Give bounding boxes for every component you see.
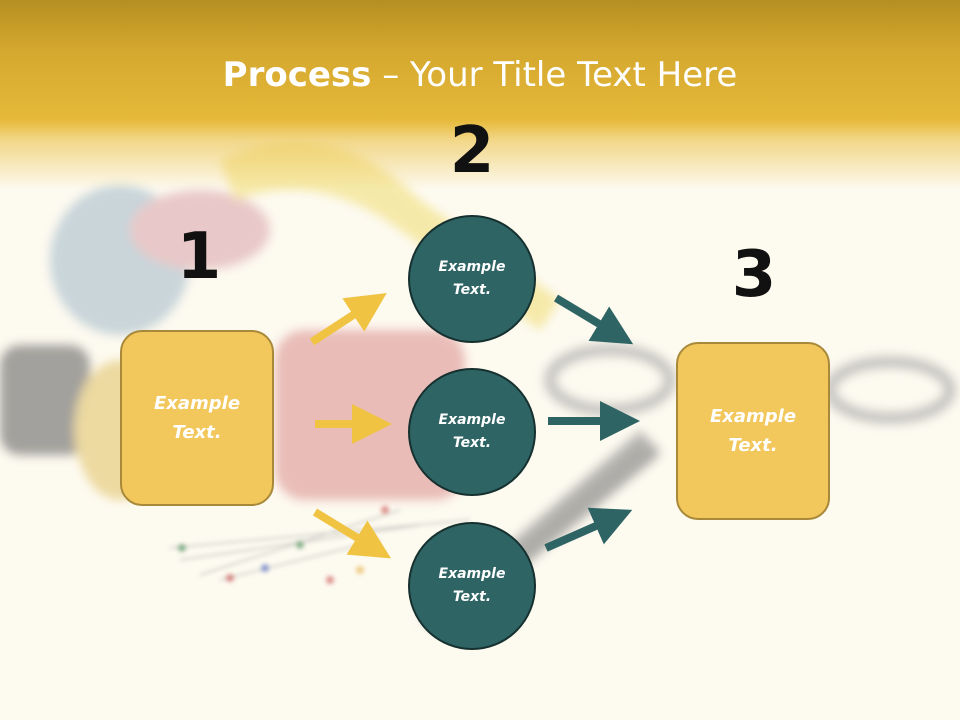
step1-box: Example Text.	[120, 330, 274, 506]
step-number-1: 1	[176, 220, 222, 294]
step3-box: Example Text.	[676, 342, 830, 520]
slide-title: Process – Your Title Text Here	[0, 50, 960, 100]
arrow-box1-to-circle-bottom	[312, 508, 392, 559]
arrow-box1-to-circle-top	[309, 293, 387, 346]
step2-circle-middle: Example Text.	[408, 368, 536, 496]
step-number-3: 3	[731, 238, 777, 312]
header-band	[0, 0, 960, 190]
circle-bottom-text: Example Text.	[438, 566, 506, 605]
title-rest: Your Title Text Here	[410, 55, 738, 95]
title-separator: –	[371, 55, 411, 95]
arrow-circle-bottom-to-box3	[544, 507, 633, 552]
circle-middle-text: Example Text.	[438, 412, 506, 451]
step-number-2: 2	[449, 114, 495, 188]
step1-box-text: Example Text.	[153, 393, 241, 443]
arrow-circle-top-to-box3	[553, 294, 634, 345]
step2-circle-bottom: Example Text.	[408, 522, 536, 650]
title-bold-part: Process	[222, 55, 372, 95]
circle-top-text: Example Text.	[438, 259, 506, 298]
step3-box-text: Example Text.	[709, 406, 797, 456]
step2-circle-top: Example Text.	[408, 215, 536, 343]
